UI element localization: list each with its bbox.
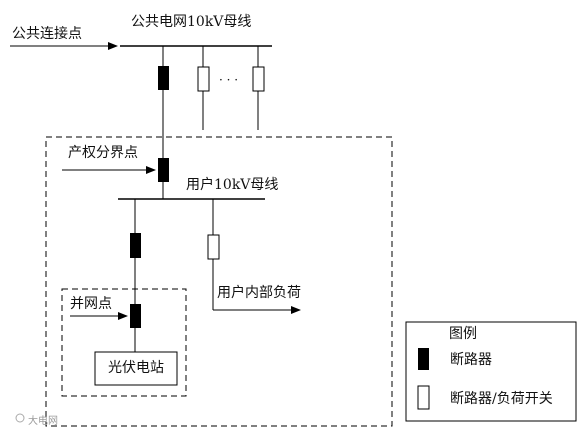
watermark-logo-icon [15,413,25,423]
pv-station-label: 光伏电站 [108,360,164,376]
user-boundary-box [45,136,393,427]
main-breaker-icon [158,66,169,90]
user-internal-load-label: 用户内部负荷 [217,285,301,301]
grid-connection-point-label: 并网点 [70,296,112,312]
public-feeder-2-switch-icon [197,66,210,92]
pv-feeder-breaker-icon [130,233,141,258]
legend-switch-label: 断路器/负荷开关 [450,391,553,407]
grid-connection-box [61,288,187,397]
legend-breaker-label: 断路器 [450,352,492,368]
user-bus-label: 用户10kV母线 [186,177,279,193]
legend-breaker-icon [418,348,429,370]
legend-title: 图例 [449,326,477,342]
legend-switch-icon [417,385,430,410]
public-feeder-3-switch-icon [252,66,265,92]
public-grid-bus-label: 公共电网10kV母线 [131,14,252,30]
load-feeder-switch-icon [207,234,220,260]
boundary-breaker-icon [158,158,169,182]
property-boundary-label: 产权分界点 [68,145,138,161]
pv-station-box [94,351,178,386]
grid-connection-breaker-icon [130,304,141,328]
ellipsis-label: · · · [219,73,239,87]
watermark-text: 大电网 [28,416,58,427]
public-connection-point-label: 公共连接点 [12,26,82,42]
legend-box [405,321,577,422]
